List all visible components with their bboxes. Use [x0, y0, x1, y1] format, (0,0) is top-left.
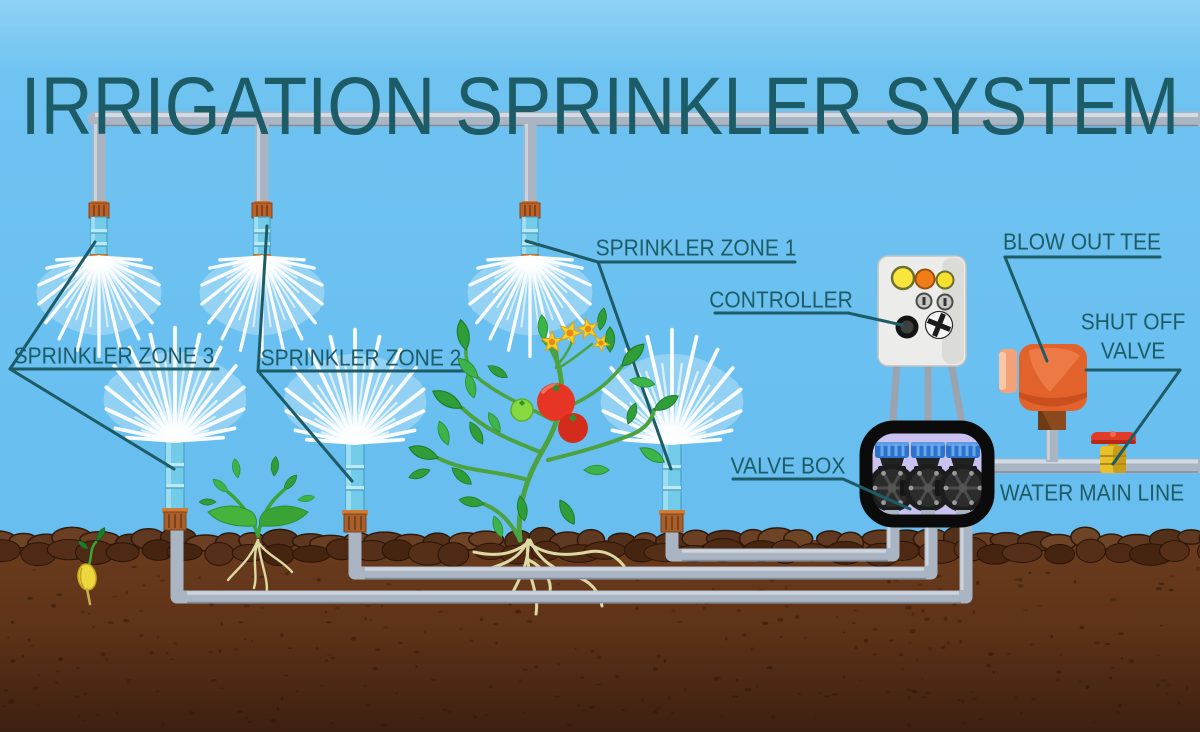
label-shut-off-line1: SHUT OFF [1080, 309, 1186, 335]
sprouting-seed [77, 540, 98, 606]
top-sprinkler-1 [88, 200, 110, 259]
controller-button-yellow-large [890, 265, 916, 291]
water-main-pipe [989, 458, 1200, 474]
label-sprinkler-zone-2: SPRINKLER ZONE 2 [260, 345, 462, 371]
label-blow-out-tee: BLOW OUT TEE [1003, 229, 1161, 255]
controller-button-yellow-small [935, 270, 955, 290]
ground-sprinkler-zone2 [341, 437, 369, 533]
soil-speckles [2, 565, 1200, 728]
top-manifold-pipe [87, 111, 1200, 206]
top-sprinkler-3 [519, 200, 541, 259]
label-shut-off-line2: VALVE [1100, 338, 1166, 364]
page-title: IRRIGATION SPRINKLER SYSTEM [20, 61, 1180, 153]
label-controller: CONTROLLER [709, 287, 853, 313]
leader-lines [8, 224, 1182, 511]
tomato-plant [78, 307, 679, 550]
ground-sprinkler-zone3 [161, 435, 189, 531]
label-sprinkler-zone-3: SPRINKLER ZONE 3 [13, 343, 215, 369]
controller-switches [915, 292, 954, 311]
label-valve-box: VALVE BOX [730, 453, 846, 479]
underground-pipes [170, 516, 973, 604]
label-shut-off-valve: SHUT OFF VALVE [1081, 308, 1186, 366]
seedling-plant [207, 488, 309, 538]
top-sprinkler-2 [251, 200, 273, 259]
tomatoes [510, 383, 588, 443]
controller-button-orange [914, 268, 936, 290]
label-sprinkler-zone-1: SPRINKLER ZONE 1 [595, 235, 797, 261]
label-water-main-line: WATER MAIN LINE [999, 480, 1185, 506]
blow-out-tee [999, 344, 1087, 462]
controller-dial [924, 310, 954, 340]
ground-sprinkler-zone1 [658, 437, 686, 533]
controller [877, 255, 967, 367]
leaves [78, 307, 679, 550]
valve-box [859, 420, 995, 528]
